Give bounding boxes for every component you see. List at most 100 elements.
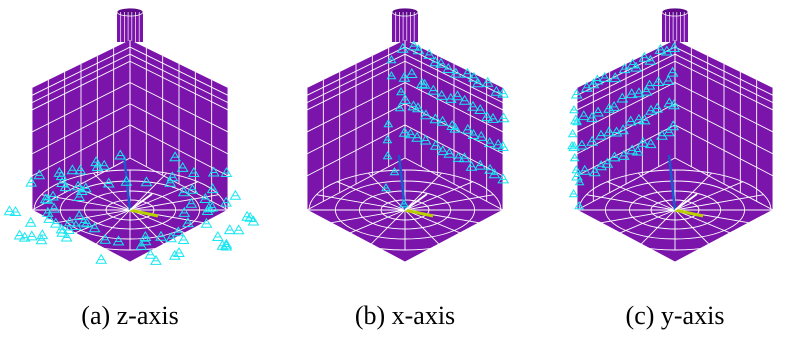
support-symbol xyxy=(398,126,411,137)
support-symbol xyxy=(199,193,212,203)
support-symbol xyxy=(626,58,639,69)
support-symbol xyxy=(186,183,199,194)
mesh-line xyxy=(576,53,676,104)
support-symbol xyxy=(25,176,38,187)
support-symbols xyxy=(567,42,681,210)
support-symbol xyxy=(220,240,233,251)
support-symbol xyxy=(645,104,657,115)
support-symbol xyxy=(102,177,115,188)
axis-triad xyxy=(122,154,159,218)
support-symbol xyxy=(35,234,48,245)
floor-spoke xyxy=(404,209,443,248)
support-symbol xyxy=(98,159,111,170)
support-symbol xyxy=(568,189,579,198)
mesh-line xyxy=(674,53,774,104)
support-symbol xyxy=(396,87,406,96)
support-symbol xyxy=(66,164,79,175)
mesh-line xyxy=(674,82,774,133)
support-symbol xyxy=(666,66,679,77)
model-render-y-axis xyxy=(567,7,774,263)
support-symbol xyxy=(88,222,101,233)
floor-spoke xyxy=(129,172,168,211)
support-symbol xyxy=(443,147,456,158)
support-symbol xyxy=(588,166,601,177)
support-symbol xyxy=(436,115,449,126)
chimney-top xyxy=(116,7,144,17)
mesh-line xyxy=(674,60,774,111)
support-symbol xyxy=(638,51,651,62)
support-symbol xyxy=(73,191,86,201)
mesh-line xyxy=(31,46,131,96)
support-symbol xyxy=(626,144,638,155)
mesh-line xyxy=(674,46,774,96)
support-symbol xyxy=(603,126,615,137)
support-symbol xyxy=(144,248,157,259)
mesh-line xyxy=(404,124,504,177)
axis-line xyxy=(674,208,704,218)
support-symbol xyxy=(166,171,179,182)
support-symbol xyxy=(200,217,213,228)
mesh-line xyxy=(31,53,131,104)
support-symbol xyxy=(467,129,480,139)
support-symbol xyxy=(72,180,84,191)
floor-spoke xyxy=(404,194,494,211)
floor-spoke xyxy=(404,209,474,239)
support-symbol xyxy=(173,247,185,257)
support-symbol xyxy=(451,90,464,101)
support-symbol xyxy=(90,156,102,167)
model-render-z-axis xyxy=(3,7,260,265)
support-symbol xyxy=(220,167,233,177)
support-symbol xyxy=(429,139,442,150)
support-symbol xyxy=(643,79,656,90)
support-symbol xyxy=(656,129,668,140)
floor-spoke xyxy=(586,194,676,211)
support-symbol xyxy=(610,126,623,137)
mesh-line xyxy=(404,82,504,133)
support-symbol xyxy=(497,112,510,123)
support-symbol xyxy=(483,137,496,148)
panel-y-axis xyxy=(545,0,799,280)
support-symbol xyxy=(229,189,242,200)
support-symbol xyxy=(18,231,31,242)
support-symbol xyxy=(39,193,52,204)
panel-z-axis xyxy=(0,0,260,280)
support-symbol xyxy=(576,139,588,150)
support-symbol xyxy=(481,76,494,87)
axis-line xyxy=(129,208,159,218)
support-symbol xyxy=(182,217,194,228)
axis-triad xyxy=(667,154,704,218)
support-symbol xyxy=(429,113,442,124)
support-symbol xyxy=(206,183,219,194)
support-symbol xyxy=(442,63,455,73)
floor-spoke xyxy=(92,209,131,248)
support-symbol xyxy=(389,167,400,176)
mesh-line xyxy=(31,103,131,155)
support-symbol xyxy=(381,183,391,192)
floor-spoke xyxy=(637,172,676,211)
floor-spoke xyxy=(404,181,474,211)
mesh-line xyxy=(576,60,676,111)
floor-spoke xyxy=(674,209,744,239)
support-symbol xyxy=(435,57,447,68)
support-symbol xyxy=(412,102,424,113)
support-symbol xyxy=(618,63,631,74)
chimney xyxy=(391,7,419,42)
support-symbol xyxy=(624,115,637,126)
support-symbol xyxy=(80,217,93,228)
support-symbol xyxy=(48,202,60,213)
support-symbol xyxy=(461,67,474,78)
floor-spoke xyxy=(586,209,676,226)
support-symbol xyxy=(471,77,484,88)
support-symbol xyxy=(220,238,233,249)
support-symbol xyxy=(569,153,580,162)
mesh-line xyxy=(674,124,774,177)
model-render-x-axis xyxy=(306,7,510,263)
support-symbol xyxy=(176,161,189,172)
support-symbol xyxy=(608,151,621,162)
support-symbol xyxy=(474,159,487,170)
support-symbol xyxy=(25,230,38,241)
support-symbol xyxy=(114,149,127,160)
support-symbol xyxy=(382,151,393,160)
support-symbol xyxy=(399,93,411,104)
chimney-top xyxy=(661,7,689,17)
